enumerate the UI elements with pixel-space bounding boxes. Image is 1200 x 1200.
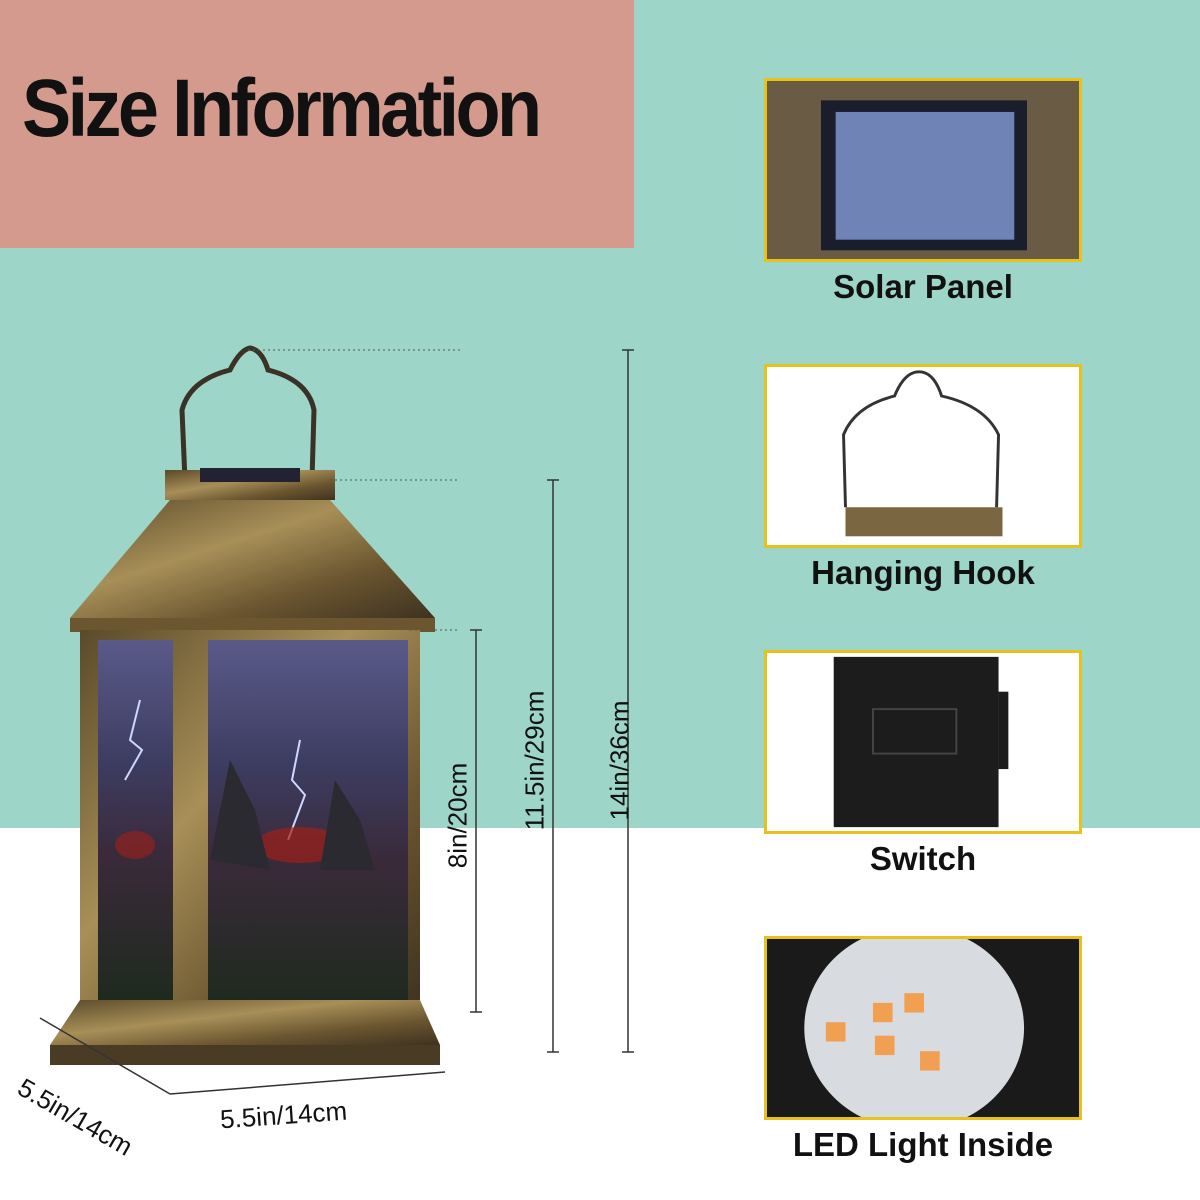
solar-panel-label: Solar Panel	[833, 268, 1013, 305]
switch-label: Switch	[869, 840, 977, 877]
lantern-illustration	[50, 345, 460, 1065]
panel-height-label: 8in/20cm	[442, 762, 473, 869]
hanging-hook-label: Hanging Hook	[811, 554, 1035, 591]
title-band	[0, 0, 634, 248]
solar-panel-image	[764, 78, 1082, 262]
body-height-label: 11.5in/29cm	[519, 690, 550, 831]
total-height-label: 14in/36cm	[604, 700, 635, 821]
led-light-image	[764, 936, 1082, 1120]
page-title: Size Information	[22, 63, 542, 154]
hanging-hook-image	[764, 364, 1082, 548]
switch-image	[764, 650, 1082, 834]
led-light-label: LED Light Inside	[792, 1126, 1054, 1163]
width-label: 5.5in/14cm	[219, 1095, 349, 1135]
